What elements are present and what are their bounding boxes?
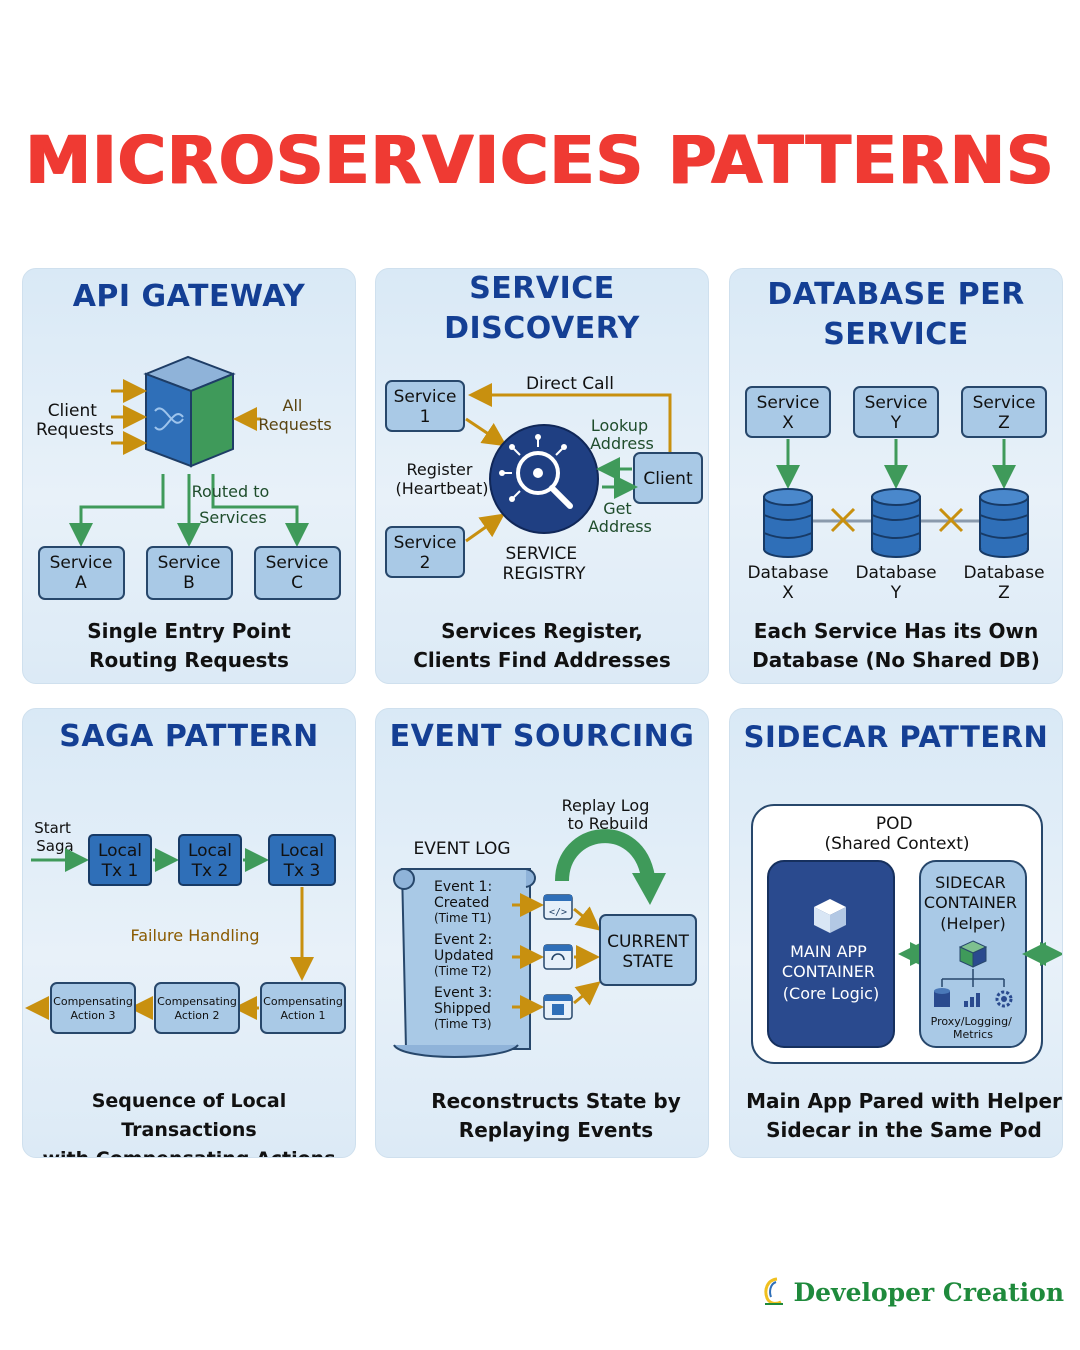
main-app-container: MAIN APP CONTAINER (Core Logic) bbox=[767, 860, 895, 1048]
panel-title: SERVICE DISCOVERY bbox=[444, 271, 640, 346]
all-requests-label: All Requests bbox=[258, 396, 331, 434]
brand-logo: Developer Creation bbox=[761, 1274, 1064, 1310]
registry-label: SERVICE REGISTRY bbox=[502, 544, 586, 584]
svg-text:</>: </> bbox=[549, 907, 567, 918]
no-share-x-icon bbox=[830, 507, 964, 533]
panel-event-sourcing: EVENT SOURCING Replay Log to Rebuild EVE… bbox=[375, 708, 709, 1158]
panel-title: EVENT SOURCING bbox=[389, 719, 695, 754]
database-x-icon bbox=[763, 488, 813, 558]
panel-caption: Main App Pared with Helper Sidecar in th… bbox=[746, 1089, 1062, 1142]
event-sourcing-diagram: Replay Log to Rebuild EVENT LOG Event 1:… bbox=[393, 796, 697, 1058]
client-requests-label: Client Requests bbox=[36, 401, 114, 440]
lookup-label: Lookup Address bbox=[590, 416, 654, 453]
sidecar-diagram: POD (Shared Context) MAIN APP CONTAINER … bbox=[751, 804, 1062, 1064]
panel-caption: Sequence of Local Transactions with Comp… bbox=[42, 1090, 335, 1157]
svg-text:Client: Client bbox=[643, 469, 693, 489]
svg-text:SIDECAR CONTAINER: SIDECAR CONTAINER (Helper) bbox=[924, 873, 1022, 933]
failure-handling-label: Failure Handling bbox=[130, 926, 259, 945]
registry-icon bbox=[489, 424, 599, 534]
document-icon bbox=[543, 994, 573, 1020]
svg-text:MAIN APP CONTAINER: MAIN APP CONTAINER (Core Logic) bbox=[782, 942, 880, 1003]
event-log-scroll-icon bbox=[393, 868, 536, 1058]
database-y-icon bbox=[871, 488, 921, 558]
refresh-icon bbox=[543, 944, 573, 970]
panel-title: SIDECAR PATTERN bbox=[743, 720, 1049, 754]
event-3-label: Event 3: Shipped (Time T3) bbox=[434, 985, 497, 1031]
panel-caption: Services Register, Clients Find Addresse… bbox=[413, 619, 671, 672]
brand-name: Developer Creation bbox=[793, 1277, 1064, 1307]
panel-caption: Each Service Has its Own Database (No Sh… bbox=[752, 619, 1040, 672]
bar-chart-icon bbox=[964, 993, 980, 1007]
database-z-icon bbox=[979, 488, 1029, 558]
brand-icon bbox=[764, 1277, 784, 1305]
panel-caption: Single Entry Point Routing Requests bbox=[87, 619, 291, 672]
api-gateway-diagram: Client Requests All Requests Routed to S… bbox=[36, 355, 341, 600]
panel-api-gateway: API GATEWAY Client Requests All Requests bbox=[22, 268, 356, 684]
gear-icon bbox=[995, 990, 1013, 1008]
code-icon: </> bbox=[543, 894, 573, 920]
panel-title: SAGA PATTERN bbox=[59, 719, 319, 754]
direct-call-label: Direct Call bbox=[526, 374, 614, 394]
panel-sidecar-pattern: SIDECAR PATTERN POD (Shared Context) MAI… bbox=[729, 708, 1063, 1158]
start-saga-label: Start Saga bbox=[34, 819, 75, 855]
panel-caption: Reconstructs State by Replaying Events bbox=[431, 1089, 681, 1142]
panel-title: DATABASE PER SERVICE bbox=[767, 277, 1025, 352]
replay-label: Replay Log to Rebuild bbox=[562, 796, 655, 833]
page-title: MICROSERVICES PATTERNS bbox=[25, 122, 1055, 199]
register-label: Register (Heartbeat) bbox=[395, 460, 488, 498]
event-2-label: Event 2: Updated (Time T2) bbox=[434, 932, 498, 978]
event-log-label: EVENT LOG bbox=[413, 839, 510, 859]
client-box: Client bbox=[633, 452, 703, 504]
get-address-label: Get Address bbox=[588, 499, 652, 536]
panel-title: API GATEWAY bbox=[72, 279, 306, 314]
event-1-label: Event 1: Created (Time T1) bbox=[434, 879, 497, 925]
sidecar-container: SIDECAR CONTAINER (Helper) Proxy/Logging… bbox=[919, 860, 1027, 1048]
routed-label: Routed to Services bbox=[192, 482, 275, 527]
database-small-icon bbox=[934, 988, 950, 1007]
replay-arrow-icon bbox=[555, 829, 666, 905]
gateway-cube-icon bbox=[143, 355, 236, 468]
pod-label: POD (Shared Context) bbox=[824, 814, 969, 854]
svg-text:Proxy/Logging/ Metrics: Proxy/Logging/ Metrics bbox=[931, 1015, 1016, 1041]
